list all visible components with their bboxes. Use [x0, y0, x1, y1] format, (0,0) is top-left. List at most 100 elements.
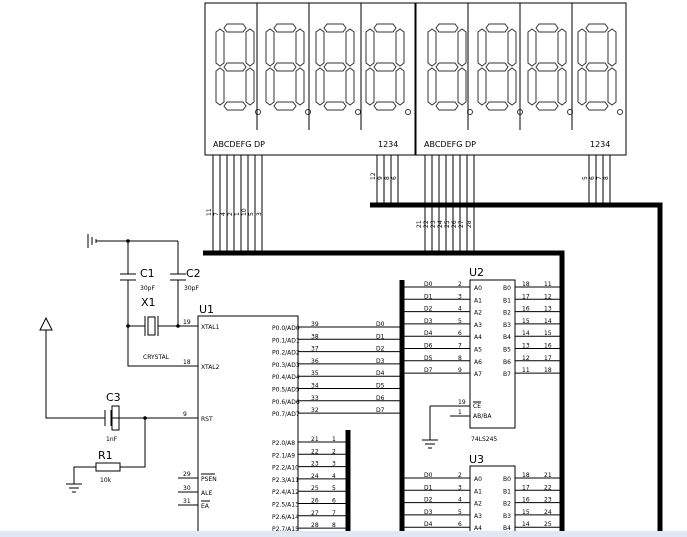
- bottom-scroll-strip: [0, 531, 687, 537]
- seven-seg-digit-2: [527, 23, 573, 115]
- u1-pins: 19XTAL118XTAL29RST29PSEN30ALE31EA39P0.0/…: [178, 319, 400, 533]
- u2-a-net: D7: [424, 367, 433, 374]
- seven-seg-digit-3: [577, 23, 623, 115]
- u1-p0-num: 32: [311, 407, 319, 414]
- segment-g: [273, 62, 297, 72]
- u2-a-name: A5: [474, 347, 482, 354]
- segment-f: [527, 28, 537, 67]
- u3-b-name: B0: [503, 476, 511, 483]
- u2-ce-num: 19: [458, 399, 466, 406]
- d1-digit-pin-3: 6: [391, 176, 398, 180]
- segment-f: [577, 28, 587, 67]
- u2-b-net: 14: [544, 318, 552, 325]
- u3-a-net: D3: [424, 509, 433, 516]
- c1-ref: C1: [140, 267, 155, 280]
- u3-b-name: B2: [503, 501, 511, 508]
- u2-a-name: A1: [474, 297, 482, 304]
- segment-c: [457, 67, 467, 106]
- d2-digit-pin-1: 6: [589, 176, 596, 180]
- segment-g: [323, 62, 347, 72]
- u1-p0-name: P0.0/AD0: [272, 325, 300, 332]
- d1-seg-pin-3: 2: [227, 212, 234, 216]
- u1-p0-name: P0.2/AD2: [272, 350, 300, 357]
- d2-bus-label-2: 23: [430, 220, 437, 228]
- d2-bus-label-7: 28: [466, 220, 473, 228]
- u3-a-num: 3: [458, 484, 462, 491]
- u1-pin-num: 30: [183, 485, 191, 492]
- u2-ce-wires: [422, 405, 470, 449]
- segment-c: [295, 67, 305, 106]
- u2-b-name: B1: [503, 297, 511, 304]
- osc-ground-symbol: [87, 234, 178, 248]
- d1-seg-pin-6: 5: [248, 212, 255, 216]
- u3-body: [469, 465, 516, 537]
- junction: [126, 324, 130, 328]
- segment-f: [365, 28, 375, 67]
- segment-g: [585, 62, 609, 72]
- d1-seg-pin-2: 4: [220, 212, 227, 216]
- seven-seg-digit-3: [365, 23, 411, 115]
- u2-b-num: 12: [522, 355, 530, 362]
- vcc-arrow-symbol: [39, 316, 105, 419]
- u3-b-net: 21: [544, 472, 552, 479]
- u3-a-name: A4: [474, 525, 482, 532]
- u2-a-net: D2: [424, 306, 433, 313]
- u1-pin-name: XTAL1: [201, 324, 220, 331]
- d2-bus-label-5: 26: [451, 220, 458, 228]
- segment-c: [395, 67, 405, 106]
- u1-p2-net: 4: [332, 473, 336, 480]
- u1-pin-num: 18: [183, 359, 191, 366]
- u1-pin-name: PSEN: [201, 476, 217, 483]
- u3-a-name: A0: [474, 476, 482, 483]
- segment-e: [577, 67, 587, 106]
- display-2-digit-label: 1234: [590, 140, 610, 149]
- u1-pin-name: XTAL2: [201, 364, 220, 371]
- u3-b-name: B1: [503, 488, 511, 495]
- reset-ground-symbol: [66, 483, 82, 493]
- u2-a-name: A0: [474, 285, 482, 292]
- segment-b: [457, 28, 467, 67]
- u3-b-name: B3: [503, 513, 511, 520]
- u1-p0-num: 37: [311, 346, 319, 353]
- segment-d: [485, 101, 509, 111]
- u1-pin-num: 31: [183, 498, 191, 505]
- u3-a-name: A2: [474, 501, 482, 508]
- u2-a-num: 4: [458, 306, 462, 313]
- u2-a-num: 5: [458, 318, 462, 325]
- u2-ce-name: CE: [473, 403, 481, 410]
- segment-g: [535, 62, 559, 72]
- d2-digit-pin-2: 7: [596, 176, 603, 180]
- segment-a: [435, 23, 459, 33]
- u1-p2-num: 22: [311, 448, 319, 455]
- segment-b: [507, 28, 517, 67]
- u2-dir-name: AB/BA: [473, 413, 492, 420]
- c3-body: [111, 405, 120, 431]
- r1-value: 10k: [100, 477, 112, 484]
- u2-a-num: 2: [458, 281, 462, 288]
- r1-wires: [73, 418, 146, 484]
- c3-value: 1nF: [106, 436, 118, 443]
- c3-ref: C3: [106, 391, 121, 404]
- u1-p2-name: P2.3/A11: [272, 477, 299, 484]
- u3-b-name: B4: [503, 525, 511, 532]
- u1-pin-num: 29: [183, 471, 191, 478]
- segment-d: [223, 101, 247, 111]
- segment-c: [345, 67, 355, 106]
- u1-p2-name: P2.1/A9: [272, 452, 295, 459]
- segment-f: [265, 28, 275, 67]
- u1-p0-num: 34: [311, 383, 319, 390]
- u1-p2-name: P2.4/A12: [272, 489, 299, 496]
- segment-f: [427, 28, 437, 67]
- u2-b-name: B7: [503, 371, 511, 378]
- u1-p0-name: P0.5/AD5: [272, 387, 300, 394]
- u2-b-net: 18: [544, 367, 552, 374]
- u1-p2-net: 5: [332, 485, 336, 492]
- seven-seg-digit-2: [315, 23, 361, 115]
- u1-p2-net: 7: [332, 510, 336, 517]
- segment-b: [607, 28, 617, 67]
- c2-value: 30pF: [184, 285, 199, 292]
- u2-a-num: 7: [458, 343, 462, 350]
- u2-a-net: D0: [424, 281, 433, 288]
- d2-bus-label-0: 21: [416, 220, 423, 228]
- display-1-body: [204, 2, 416, 156]
